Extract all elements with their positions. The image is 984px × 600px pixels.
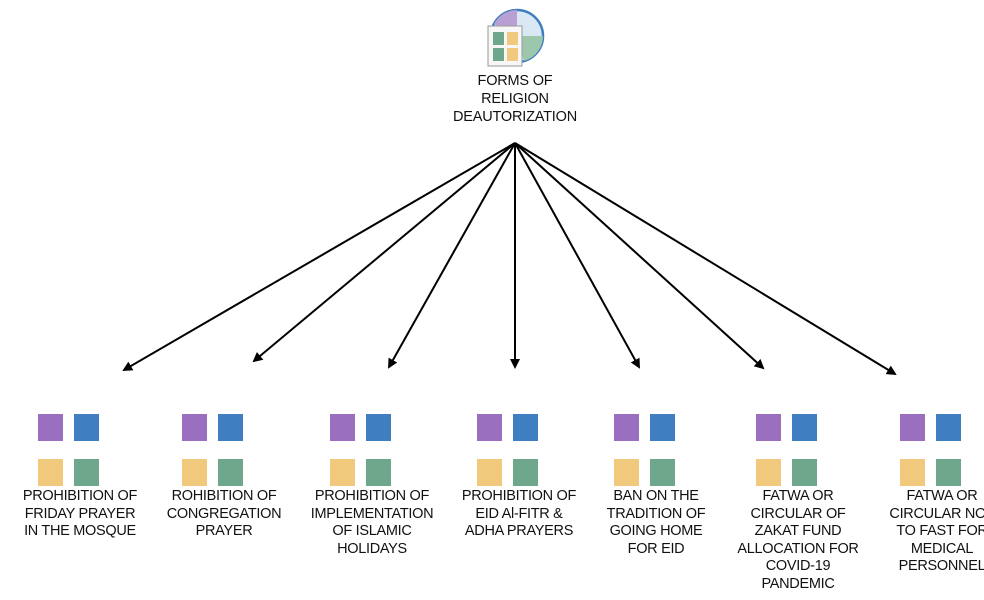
green-tile — [74, 459, 99, 486]
arrow-7 — [514, 142, 897, 376]
blue-tile — [792, 414, 817, 441]
green-tile — [792, 459, 817, 486]
child-label: FATWA OR CIRCULAR NOT TO FAST FOR MEDICA… — [889, 488, 984, 574]
arrow-2 — [252, 142, 516, 363]
purple-tile — [38, 414, 63, 441]
tile-grid-icon — [10, 414, 150, 486]
child-label: FATWA OR CIRCULAR OF ZAKAT FUND ALLOCATI… — [737, 488, 859, 592]
blue-tile — [936, 414, 961, 441]
green-tile — [218, 459, 243, 486]
blue-tile — [366, 414, 391, 441]
yellow-tile — [330, 459, 355, 486]
tile-grid-icon — [302, 414, 442, 486]
green-tile — [513, 459, 538, 486]
tile-grid-icon — [728, 414, 868, 486]
child-label: PROHIBITION OF FRIDAY PRAYER IN THE MOSQ… — [22, 488, 138, 539]
tile-grid-icon — [872, 414, 984, 486]
document-grid-icon — [484, 6, 546, 68]
blue-tile — [218, 414, 243, 441]
blue-tile — [74, 414, 99, 441]
yellow-tile — [477, 459, 502, 486]
arrow-6 — [514, 142, 765, 370]
yellow-tile — [614, 459, 639, 486]
purple-tile — [182, 414, 207, 441]
yellow-tile — [182, 459, 207, 486]
child-label: PROHIBITION OF EID Al-FITR & ADHA PRAYER… — [461, 488, 577, 539]
child-label: PROHIBITION OF IMPLEMENTATION OF ISLAMIC… — [310, 488, 434, 557]
blue-tile — [513, 414, 538, 441]
blue-tile — [650, 414, 675, 441]
arrow-1 — [122, 142, 516, 372]
tile-grid-icon — [154, 414, 294, 486]
green-tile — [366, 459, 391, 486]
purple-tile — [477, 414, 502, 441]
root-label: FORMS OF RELIGION DEAUTORIZATION — [453, 73, 577, 125]
yellow-tile — [756, 459, 781, 486]
tile-grid-icon — [586, 414, 726, 486]
arrow-5 — [514, 142, 640, 369]
yellow-tile — [900, 459, 925, 486]
purple-tile — [330, 414, 355, 441]
arrow-3 — [388, 142, 516, 369]
yellow-tile — [38, 459, 63, 486]
purple-tile — [614, 414, 639, 441]
child-label: BAN ON THE TRADITION OF GOING HOME FOR E… — [606, 488, 706, 557]
purple-tile — [756, 414, 781, 441]
child-label: ROHIBITION OF CONGREGATION PRAYER — [166, 488, 282, 539]
green-tile — [936, 459, 961, 486]
tile-grid-icon — [449, 414, 589, 486]
green-tile — [650, 459, 675, 486]
purple-tile — [900, 414, 925, 441]
